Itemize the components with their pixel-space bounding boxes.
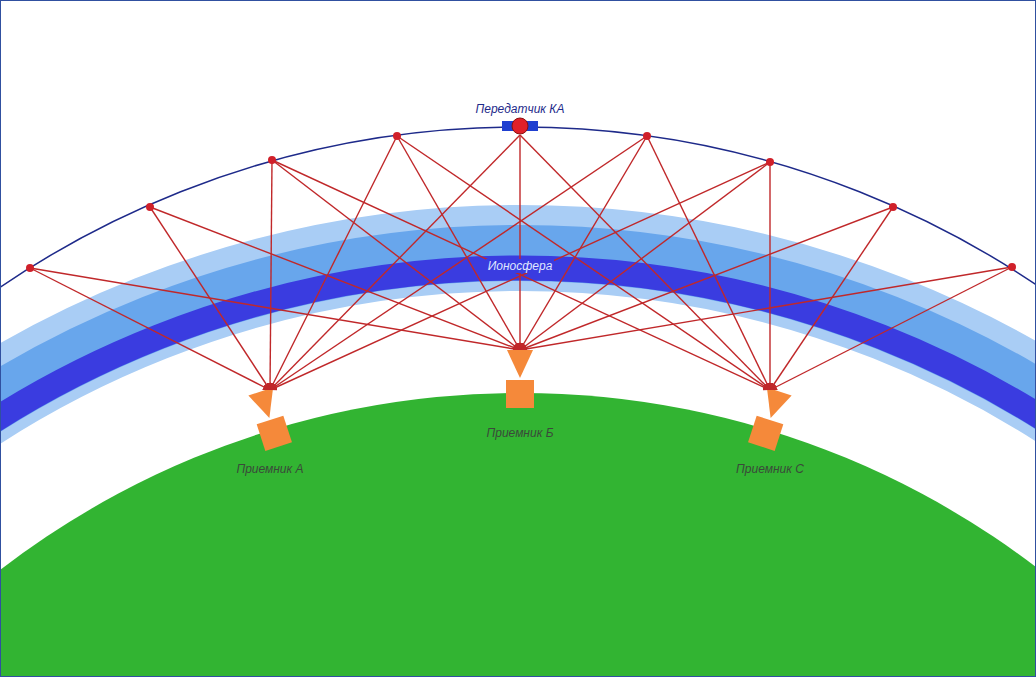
signal-ray [770,267,1012,390]
receiver-node: Приемник С [732,390,808,478]
signal-ray [270,136,397,390]
orbit-point [268,156,276,164]
signal-ray [270,136,647,390]
signal-ray [150,207,520,350]
satellite-icon [500,117,540,135]
signal-ray [647,136,770,390]
signal-ray [272,160,520,350]
signal-link [270,135,520,390]
orbit-point [393,132,401,140]
receiver-label: Приемник А [232,462,308,476]
orbit-point [1008,263,1016,271]
receiver-icon [240,390,300,454]
receiver-label: Приемник С [732,462,808,476]
ionosphere-outer [0,248,1036,677]
antenna [248,390,281,422]
signal-ray [30,268,270,390]
signal-ray [769,162,770,390]
receiver-box [506,380,534,408]
signal-ray [520,162,770,350]
signal-link [520,135,770,390]
orbit-point [26,264,34,272]
transmitter-node: Передатчик КА [472,102,569,135]
signal-ray [520,267,1012,350]
receiver-label: Приемник Б [483,426,558,440]
receiver-box [257,416,292,451]
region-label: Ионосфера [486,259,555,273]
signal-link [519,135,520,350]
signal-ray [270,160,272,390]
antenna [758,390,791,422]
orbit-point [643,132,651,140]
transmitter-label: Передатчик КА [472,102,569,116]
signal-ray [520,207,893,350]
orbit-arc [0,127,1036,677]
orbit-point [766,158,774,166]
orbit-point [889,203,897,211]
receiver-icon [740,390,800,454]
signal-ray [770,207,893,390]
ionosphere-middle [0,253,1036,677]
receiver-node: Приемник Б [483,350,558,442]
receiver-box [748,416,783,451]
signal-ray [150,207,270,390]
receiver-icon [490,350,550,414]
orbit-point [146,203,154,211]
signal-ray [520,136,647,350]
orbit-points [26,132,1016,272]
signal-ray [397,136,520,350]
signal-rays [30,136,1012,390]
satellite-body [512,118,528,134]
antenna [507,350,533,378]
signal-ray [397,136,770,390]
receiver-node: Приемник А [232,390,308,478]
earth [0,393,1036,677]
ionosphere-core [0,268,1036,677]
